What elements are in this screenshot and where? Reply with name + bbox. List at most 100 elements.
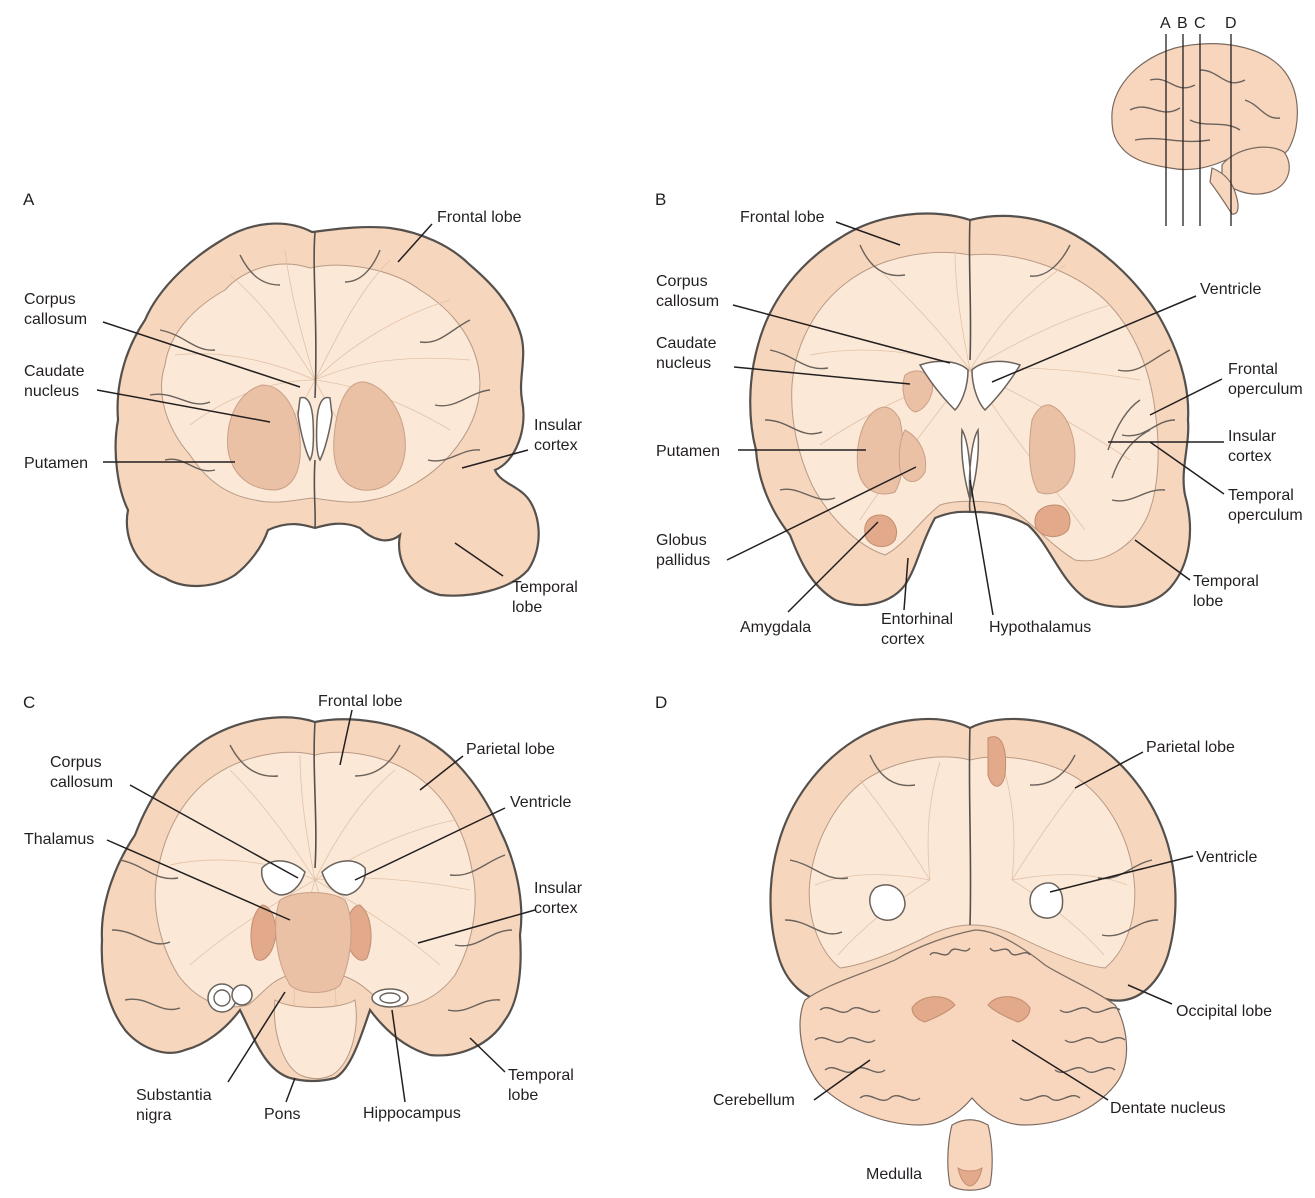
panel-d-ventricle-left xyxy=(869,884,906,921)
panel-b-label-cortex: cortex xyxy=(1228,448,1272,465)
panel-a-section: A Frontal lobe Corpus callosum Caudate n… xyxy=(23,190,583,616)
inset-brain-lateral-view: A B C D xyxy=(1111,15,1298,226)
panel-a-midline xyxy=(313,231,317,529)
panel-c-label-pons: Pons xyxy=(264,1106,300,1123)
panel-d-label-parietal-lobe: Parietal lobe xyxy=(1146,739,1235,756)
panel-b-label-corpus: Corpus xyxy=(656,273,708,290)
panel-d-label-occipital-lobe: Occipital lobe xyxy=(1176,1003,1272,1020)
panel-c-letter: C xyxy=(23,693,35,712)
panel-c-label-callosum: callosum xyxy=(50,774,113,791)
panel-b-label-temporal: Temporal xyxy=(1193,573,1259,590)
panel-a-label-insular: Insular xyxy=(534,417,583,434)
panel-d-label-medulla: Medulla xyxy=(866,1166,922,1183)
panel-b-label-nucleus: nucleus xyxy=(656,355,711,372)
panel-c-label-parietal-lobe: Parietal lobe xyxy=(466,741,555,758)
panel-b-midline xyxy=(968,219,972,513)
panel-b-label-frontal-lobe: Frontal lobe xyxy=(740,209,825,226)
panel-a-label-callosum: callosum xyxy=(24,311,87,328)
panel-d-label-dentate-nucleus: Dentate nucleus xyxy=(1110,1100,1226,1117)
panel-c-label-corpus: Corpus xyxy=(50,754,102,771)
panel-b-label-pallidus: pallidus xyxy=(656,552,710,569)
panel-c-label-lobe: lobe xyxy=(508,1087,538,1104)
panel-c-pons xyxy=(273,999,357,1080)
panel-a-label-temporal: Temporal xyxy=(512,579,578,596)
panel-c-label-substantia: Substantia xyxy=(136,1087,212,1104)
panel-b-letter: B xyxy=(655,190,666,209)
panel-a-label-caudate: Caudate xyxy=(24,363,85,380)
panel-b-caudate-left xyxy=(902,370,934,413)
panel-d-leader-lines xyxy=(813,751,1194,1101)
panel-a-white-matter xyxy=(161,263,481,503)
inset-label-a: A xyxy=(1160,15,1171,32)
panel-b-label-caudate: Caudate xyxy=(656,335,717,352)
panel-b-label-operculum: operculum xyxy=(1228,381,1303,398)
panel-c-hippocampus-right xyxy=(371,988,409,1008)
panel-b-label-callosum: callosum xyxy=(656,293,719,310)
panel-b-label-entorhinal-cortex: cortex xyxy=(881,631,925,648)
panel-d-cerebellar-folia xyxy=(814,947,1126,1101)
panel-c-label-thalamus: Thalamus xyxy=(24,831,94,848)
panel-d-label-cerebellum: Cerebellum xyxy=(713,1092,795,1109)
panel-c-section: C xyxy=(23,693,583,1124)
panel-b-label-insular: Insular xyxy=(1228,428,1277,445)
panel-c-thalamus-left-band xyxy=(250,904,277,961)
panel-a-label-cortex: cortex xyxy=(534,437,578,454)
panel-a-letter: A xyxy=(23,190,35,209)
panel-a-ventricle xyxy=(297,396,333,462)
panel-c-label-frontal-lobe: Frontal lobe xyxy=(318,693,403,710)
panel-d-medulla-olive xyxy=(957,1167,983,1187)
panel-b-putamen-left xyxy=(856,406,904,495)
panel-a-label-putamen: Putamen xyxy=(24,455,88,472)
panel-d-fibers xyxy=(814,761,1128,956)
panel-b-label-hypothalamus: Hypothalamus xyxy=(989,619,1091,636)
panel-b-label-frontal: Frontal xyxy=(1228,361,1278,378)
panel-a-caudate-left xyxy=(227,384,301,491)
panel-c-sulci xyxy=(111,744,513,1012)
panel-c-label-ventricle: Ventricle xyxy=(510,794,571,811)
panel-a-label-frontal-lobe: Frontal lobe xyxy=(437,209,522,226)
panel-a-label-corpus: Corpus xyxy=(24,291,76,308)
panel-b-label-temporal-op: Temporal xyxy=(1228,487,1294,504)
panel-a-label-nucleus: nucleus xyxy=(24,383,79,400)
panel-c-label-insular: Insular xyxy=(534,880,583,897)
panel-d-dentate-left xyxy=(911,996,956,1023)
inset-label-d: D xyxy=(1225,15,1237,32)
panel-a-putamen-right xyxy=(333,381,406,491)
inset-cerebellum xyxy=(1221,146,1290,195)
panel-d-letter: D xyxy=(655,693,667,712)
panel-d-section: D Parietal lobe Ventricle xyxy=(655,693,1272,1191)
panel-b-globus-left xyxy=(898,429,927,482)
panel-c-label-cortex: cortex xyxy=(534,900,578,917)
panel-d-midline xyxy=(968,727,972,926)
panel-d-parietal-stripe xyxy=(987,736,1007,787)
panel-b-label-putamen: Putamen xyxy=(656,443,720,460)
panel-b-ventricle xyxy=(918,360,1022,412)
inset-label-c: C xyxy=(1194,15,1206,32)
panel-b-white-matter xyxy=(791,251,1159,562)
panel-d-cerebellum xyxy=(799,929,1128,1126)
panel-c-ventricle xyxy=(260,860,367,896)
panel-c-label-hippocampus: Hippocampus xyxy=(363,1105,461,1122)
panel-b-amygdala-right xyxy=(1034,504,1071,537)
panel-b-amygdala xyxy=(864,514,897,547)
panel-a-label-lobe: lobe xyxy=(512,599,542,616)
panel-c-thalamus xyxy=(275,892,352,993)
inset-cerebrum xyxy=(1111,43,1298,171)
panel-d-ventricle-right xyxy=(1029,882,1064,919)
panel-b-label-amygdala: Amygdala xyxy=(740,619,811,636)
panel-c-label-temporal: Temporal xyxy=(508,1067,574,1084)
panel-c-midline xyxy=(313,721,317,869)
panel-b-label-lobe: lobe xyxy=(1193,593,1223,610)
panel-b-section: B Frontal l xyxy=(655,190,1303,648)
panel-b-label-entorhinal: Entorhinal xyxy=(881,611,953,628)
panel-b-leader-lines xyxy=(726,221,1225,616)
panel-d-sulci xyxy=(784,754,1159,937)
panel-b-putamen-right xyxy=(1029,404,1076,495)
panel-b-label-globus: Globus xyxy=(656,532,707,549)
panel-b-sulci xyxy=(764,244,1176,502)
panel-a-leader-lines xyxy=(96,223,529,577)
inset-label-b: B xyxy=(1177,15,1188,32)
panel-d-dentate-right xyxy=(987,996,1031,1023)
